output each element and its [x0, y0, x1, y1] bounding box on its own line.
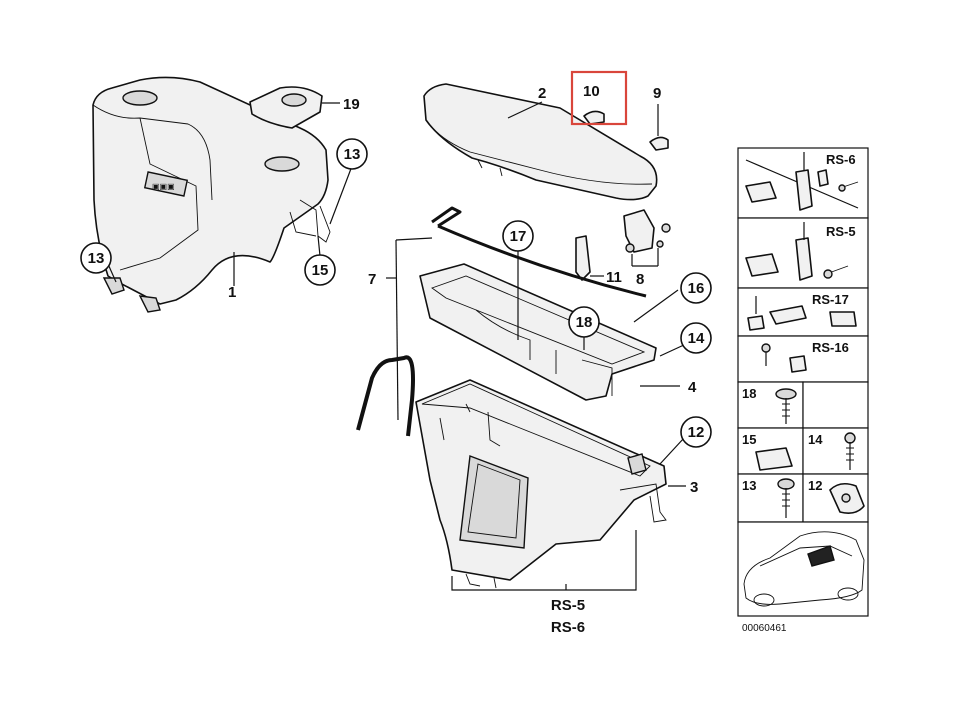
legend-12: 12 [808, 478, 822, 493]
callout-13-upper: 13 [344, 146, 361, 163]
callout-18: 18 [576, 314, 593, 331]
part-3-lower-shell [415, 379, 686, 589]
part-19-cover-cap [249, 86, 340, 129]
legend-13: 13 [742, 478, 756, 493]
screw-13-icon [777, 478, 795, 518]
legend-15: 15 [742, 432, 756, 447]
callouts: 1 2 3 4 7 8 9 10 11 19 [228, 83, 698, 496]
bottom-label-rs5: RS-5 [551, 597, 585, 614]
part-8-latch [623, 209, 671, 267]
legend-rs5: RS-5 [826, 224, 856, 239]
callout-12: 12 [688, 424, 705, 441]
callout-8: 8 [636, 271, 644, 288]
part-7-seal [356, 206, 647, 437]
svg-text:▣▣▣: ▣▣▣ [152, 182, 175, 191]
highlight-box-part-10 [570, 70, 628, 126]
part-2-armrest-lid [423, 83, 658, 201]
rs16-hardware-icon [761, 343, 807, 373]
part-9-cap [649, 104, 669, 151]
callout-9: 9 [653, 85, 661, 102]
part-4-storage-tray [419, 263, 680, 401]
part-1-console-housing: ▣▣▣ [92, 76, 331, 313]
leader-lines [107, 165, 687, 591]
callout-13-lower: 13 [88, 250, 105, 267]
clip-12-icon [829, 482, 865, 514]
part-10-cap [583, 110, 605, 125]
callout-4: 4 [688, 379, 697, 396]
callout-7: 7 [368, 271, 376, 288]
rs17-hardware-icon [747, 296, 857, 331]
legend-rs6: RS-6 [826, 152, 856, 167]
callout-15: 15 [312, 262, 329, 279]
legend-rs16: RS-16 [812, 340, 849, 355]
legend-panel: RS-6 RS-5 RS-17 RS-16 18 15 14 13 12 [737, 147, 869, 617]
car-location-icon [743, 531, 865, 607]
catalog-number: 00060461 [742, 623, 787, 634]
clip-15-icon [755, 447, 793, 471]
callout-17: 17 [510, 228, 527, 245]
rs5-hardware-icon [745, 222, 849, 281]
callout-11: 11 [606, 269, 622, 286]
screw-18-icon [775, 388, 797, 424]
callout-14: 14 [688, 330, 705, 347]
rs6-hardware-icon [745, 152, 859, 211]
bottom-label-rs6: RS-6 [551, 619, 585, 636]
legend-rs17: RS-17 [812, 292, 849, 307]
callout-1: 1 [228, 284, 236, 301]
callout-3: 3 [690, 479, 698, 496]
callout-16: 16 [688, 280, 705, 297]
callout-19: 19 [343, 96, 360, 113]
screw-14-icon [844, 432, 856, 470]
circled-callouts: 13 13 15 17 18 16 14 12 [80, 138, 712, 448]
legend-14: 14 [808, 432, 823, 447]
part-11-clip [575, 235, 604, 281]
callout-2: 2 [538, 85, 546, 102]
callout-10: 10 [583, 83, 600, 100]
legend-18: 18 [742, 386, 756, 401]
